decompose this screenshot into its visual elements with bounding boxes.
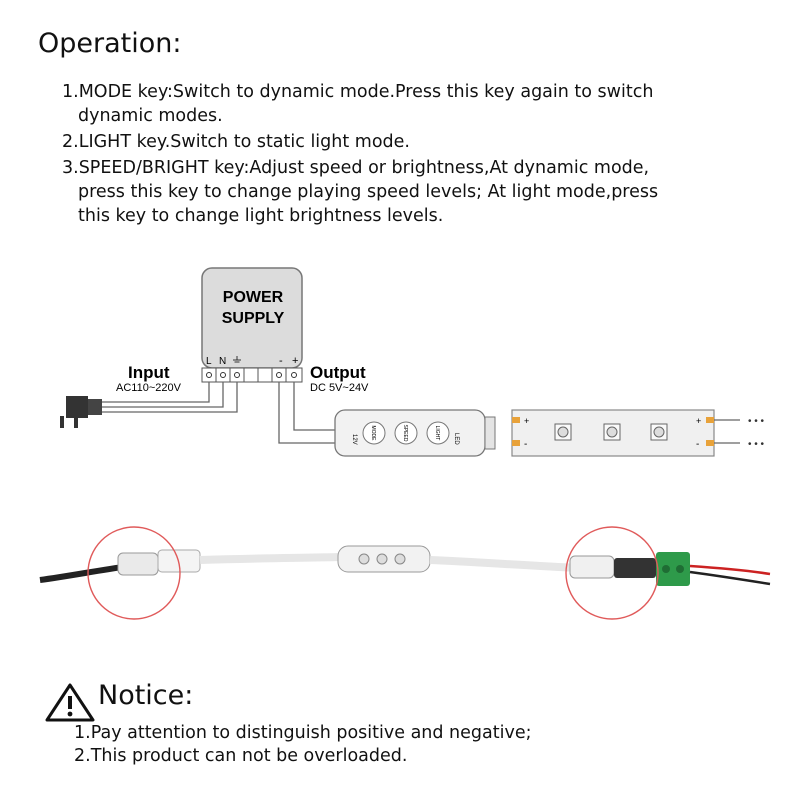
dc-output-wires: [278, 382, 335, 444]
light-button[interactable]: [426, 421, 450, 445]
power-supply-label-1: POWER: [223, 289, 284, 306]
speed-button[interactable]: [394, 421, 418, 445]
terminal-block: [201, 367, 303, 383]
red-wire: [689, 564, 771, 576]
notice-item-2: 2.This product can not be overloaded.: [74, 746, 408, 766]
ground-icon: [233, 356, 241, 363]
terminal-l-label: L: [206, 356, 212, 367]
led-chip-icon: [603, 423, 621, 441]
output-label: Output: [310, 363, 366, 382]
warning-triangle-icon: [45, 683, 95, 722]
step-light-line1: 2.LIGHT key.Switch to static light mode.: [62, 132, 410, 152]
led-chip-icon: [554, 423, 572, 441]
speed-button-label: SPEED: [402, 425, 408, 442]
step-light: 2.LIGHT key.Switch to static light mode.: [62, 130, 410, 154]
ac-plug-icon: [60, 396, 102, 428]
terminal-n-label: N: [219, 356, 226, 367]
step-speed-line1: 3.SPEED/BRIGHT key:Adjust speed or brigh…: [62, 158, 650, 178]
strip-minus-right: -: [696, 439, 699, 450]
led-strip: + - + -: [511, 409, 715, 457]
strip-continue-top: • • •: [748, 416, 765, 427]
highlight-circle-left: [87, 526, 181, 620]
strip-minus-left: -: [524, 439, 527, 450]
adapter-body: [614, 558, 656, 578]
notice-item-1: 1.Pay attention to distinguish positive …: [74, 723, 532, 743]
step-mode: 1.MODE key:Switch to dynamic mode.Press …: [62, 80, 653, 128]
controller-unit: 12V MODE SPEED LIGHT LED: [334, 409, 496, 457]
step-mode-line2: dynamic modes.: [78, 106, 223, 126]
input-label: Input: [128, 363, 170, 382]
led-chip-icon: [650, 423, 668, 441]
strip-plus-right: +: [696, 416, 701, 426]
step-mode-line1: 1.MODE key:Switch to dynamic mode.Press …: [62, 82, 654, 102]
white-cable-left: [199, 553, 341, 564]
step-speed-line2: press this key to change playing speed l…: [78, 182, 659, 202]
terminal-plus-label: +: [292, 355, 298, 367]
operation-title: Operation:: [38, 28, 182, 59]
white-cable-right: [429, 556, 581, 572]
black-wire: [689, 570, 771, 586]
output-spec: DC 5V~24V: [310, 382, 369, 394]
terminal-minus-label: -: [279, 355, 283, 367]
green-screw-terminal: [656, 552, 690, 586]
step-speed: 3.SPEED/BRIGHT key:Adjust speed or brigh…: [62, 156, 658, 228]
input-spec: AC110~220V: [116, 382, 182, 394]
product-photo: [39, 526, 771, 620]
highlight-circle-right: [565, 526, 659, 620]
ac-input-wires: [102, 382, 238, 413]
step-speed-line3: this key to change light brightness leve…: [78, 206, 444, 226]
mode-button[interactable]: [362, 421, 386, 445]
notice-title: Notice:: [98, 680, 194, 711]
dc-female-connector: [117, 552, 159, 576]
strip-continue-bottom: • • •: [748, 439, 765, 450]
power-supply-label-2: SUPPLY: [222, 310, 285, 327]
mode-button-label: MODE: [370, 426, 376, 442]
black-cable-left: [39, 563, 131, 583]
controller-led-label: LED: [453, 433, 459, 445]
light-button-label: LIGHT: [434, 426, 440, 441]
dc-male-connector: [569, 555, 615, 579]
controller-12v-label: 12V: [351, 434, 357, 445]
strip-plus-left: +: [524, 416, 529, 426]
